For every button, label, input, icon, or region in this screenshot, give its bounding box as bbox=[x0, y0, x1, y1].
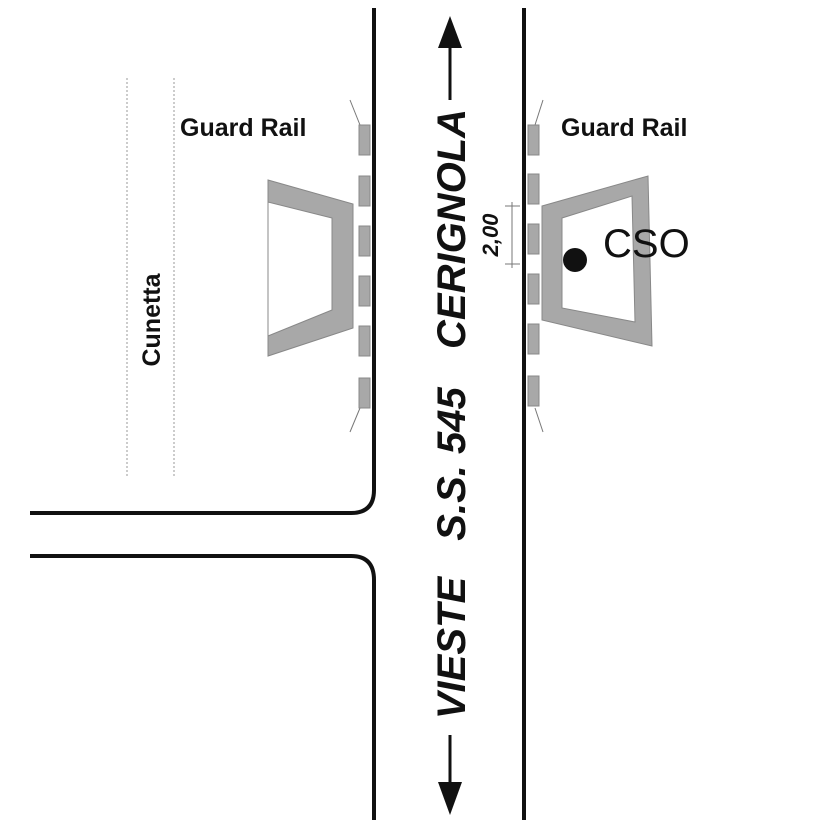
guard-rail-post bbox=[527, 124, 540, 156]
guard-rail-left-end-bottom bbox=[349, 407, 361, 433]
arrow-north bbox=[438, 16, 462, 100]
cunetta-ditch bbox=[126, 78, 175, 478]
cso-station-marker bbox=[563, 248, 587, 272]
guard-rail-post bbox=[358, 225, 371, 257]
arrow-south bbox=[438, 735, 462, 815]
destination-north-label: CERIGNOLA bbox=[430, 109, 474, 349]
guard-rail-post bbox=[358, 325, 371, 357]
guard-rail-left-label: Guard Rail bbox=[180, 114, 306, 142]
guard-rail-post bbox=[358, 377, 371, 409]
guard-rail-post bbox=[358, 124, 371, 156]
left-bay-outline bbox=[267, 179, 354, 357]
guard-rail-left bbox=[349, 99, 371, 433]
guard-rail-right-end-top bbox=[534, 99, 544, 126]
cunetta-label: Cunetta bbox=[138, 272, 166, 366]
guard-rail-right-end-bottom bbox=[534, 407, 544, 433]
guard-rail-right-label: Guard Rail bbox=[561, 114, 687, 142]
dimension-marker bbox=[505, 202, 520, 268]
guard-rail-right bbox=[527, 99, 544, 433]
arrow-south-head bbox=[438, 782, 462, 815]
guard-rail-post bbox=[527, 375, 540, 407]
cso-label: CSO bbox=[603, 222, 690, 266]
guard-rail-post bbox=[527, 273, 540, 305]
guard-rail-post bbox=[527, 173, 540, 205]
road-edges bbox=[30, 8, 526, 820]
right-enclosure-outline bbox=[541, 175, 653, 347]
dimension-label: 2,00 bbox=[478, 213, 503, 258]
guard-rail-post bbox=[527, 223, 540, 255]
destination-south-label: VIESTE bbox=[430, 576, 474, 720]
road-name-label: S.S. 545 bbox=[430, 387, 474, 541]
guard-rail-post bbox=[358, 275, 371, 307]
guard-rail-post bbox=[358, 175, 371, 207]
guard-rail-left-end-top bbox=[349, 99, 361, 126]
road-left-edge-lower bbox=[30, 554, 376, 820]
road-left-edge-upper bbox=[30, 8, 376, 515]
arrow-north-head bbox=[438, 16, 462, 48]
guard-rail-post bbox=[527, 323, 540, 355]
